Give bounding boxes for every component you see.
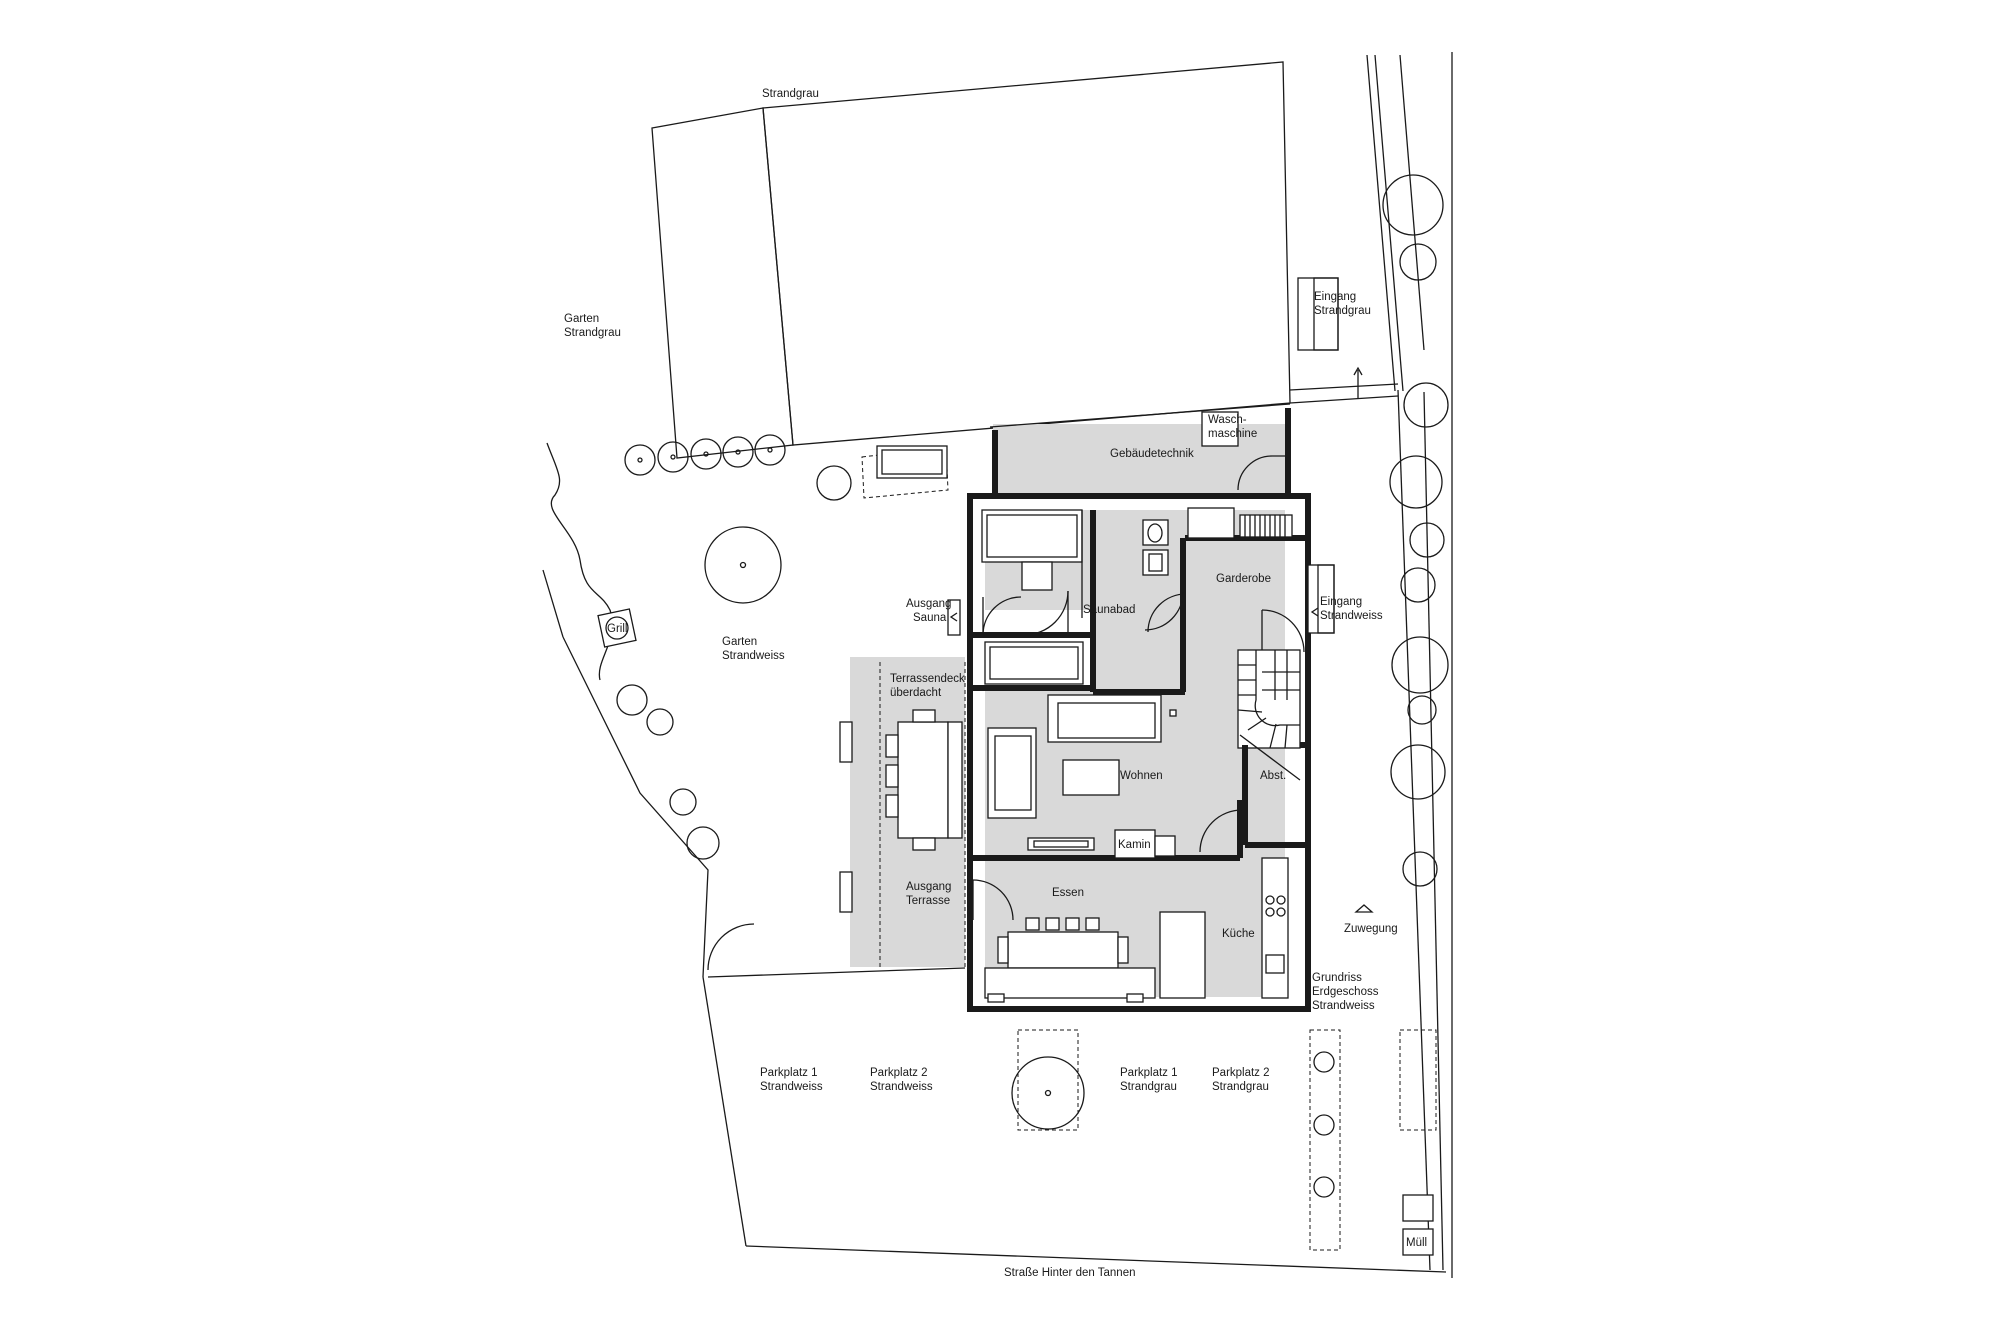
label-eingang-strandgrau-1: Eingang bbox=[1314, 291, 1356, 303]
kitchen-island bbox=[1159, 911, 1206, 999]
label-kamin: Kamin bbox=[1118, 839, 1151, 851]
washing-machine bbox=[1201, 411, 1290, 491]
garden-gate bbox=[707, 923, 966, 978]
label-saunabad: Saunabad bbox=[1083, 604, 1135, 616]
label-terrassendeck-1: Terrassendeck bbox=[890, 673, 965, 685]
terrace-furniture bbox=[839, 662, 966, 970]
label-parkplatz2-sw-2: Strandweiss bbox=[870, 1081, 933, 1093]
label-grundriss-3: Strandweiss bbox=[1312, 1000, 1375, 1012]
label-parkplatz1-sw-2: Strandweiss bbox=[760, 1081, 823, 1093]
label-garten-strandgrau-1: Garten bbox=[564, 313, 599, 325]
label-parkplatz1-sw-1: Parkplatz 1 bbox=[760, 1067, 818, 1079]
trees-left-diagonal bbox=[616, 684, 720, 860]
sofa bbox=[1047, 694, 1162, 743]
label-eingang-strandgrau-2: Strandgrau bbox=[1314, 305, 1371, 317]
label-parkplatz2-sg-1: Parkplatz 2 bbox=[1212, 1067, 1270, 1079]
label-strandgrau-building: Strandgrau bbox=[762, 88, 819, 100]
label-parkplatz2-sw-1: Parkplatz 2 bbox=[870, 1067, 928, 1079]
dining-table bbox=[1007, 931, 1119, 969]
label-ausgang-terrasse-1: Ausgang bbox=[906, 881, 951, 893]
parking bbox=[1011, 1029, 1437, 1256]
label-kueche: Küche bbox=[1222, 928, 1255, 940]
label-wohnen: Wohnen bbox=[1120, 770, 1163, 782]
trees-hedge-top bbox=[624, 434, 852, 604]
outer-walls bbox=[967, 493, 1311, 1012]
entrance-step-strandgrau bbox=[1297, 277, 1339, 351]
planter-bed bbox=[861, 445, 949, 499]
label-strasse: Straße Hinter den Tannen bbox=[1004, 1267, 1135, 1279]
house-strandweiss bbox=[850, 403, 1335, 1012]
kitchen-counter bbox=[1261, 857, 1289, 999]
coffee-table bbox=[1062, 759, 1120, 796]
label-eingang-strandweiss-1: Eingang bbox=[1320, 596, 1362, 608]
label-ausgang-terrasse-2: Terrasse bbox=[906, 895, 950, 907]
label-zuwegung: Zuwegung bbox=[1344, 923, 1398, 935]
label-garderobe: Garderobe bbox=[1216, 573, 1271, 585]
zuwegung-arrow bbox=[1354, 904, 1374, 913]
label-ausgang-sauna-1: Ausgang bbox=[906, 598, 951, 610]
label-eingang-strandweiss-2: Strandweiss bbox=[1320, 610, 1383, 622]
label-grundriss-1: Grundriss bbox=[1312, 972, 1362, 984]
label-parkplatz1-sg-2: Strandgrau bbox=[1120, 1081, 1177, 1093]
trees-right bbox=[1382, 174, 1449, 887]
armchair bbox=[987, 727, 1037, 819]
grill: Grill bbox=[597, 608, 637, 648]
grill-label: Grill bbox=[607, 623, 627, 635]
label-gebaeudetechnik: Gebäudetechnik bbox=[1110, 448, 1194, 460]
building-strandgrau bbox=[651, 61, 1399, 459]
label-waschmaschine-1: Wasch- bbox=[1208, 414, 1247, 426]
plan-labels: Strandgrau Garten Strandgrau Eingang Str… bbox=[564, 88, 1427, 1279]
label-grundriss-2: Erdgeschoss bbox=[1312, 986, 1379, 998]
label-ausgang-sauna-2: Sauna bbox=[913, 612, 947, 624]
staircase bbox=[1237, 649, 1301, 781]
label-muell: Müll bbox=[1406, 1237, 1427, 1249]
label-garten-strandweiss-1: Garten bbox=[722, 636, 757, 648]
label-essen: Essen bbox=[1052, 887, 1084, 899]
label-garten-strandgrau-2: Strandgrau bbox=[564, 327, 621, 339]
label-terrassendeck-2: überdacht bbox=[890, 687, 942, 699]
label-garten-strandweiss-2: Strandweiss bbox=[722, 650, 785, 662]
label-parkplatz2-sg-2: Strandgrau bbox=[1212, 1081, 1269, 1093]
label-waschmaschine-2: maschine bbox=[1208, 428, 1257, 440]
label-parkplatz1-sg-1: Parkplatz 1 bbox=[1120, 1067, 1178, 1079]
label-abst: Abst. bbox=[1260, 770, 1286, 782]
